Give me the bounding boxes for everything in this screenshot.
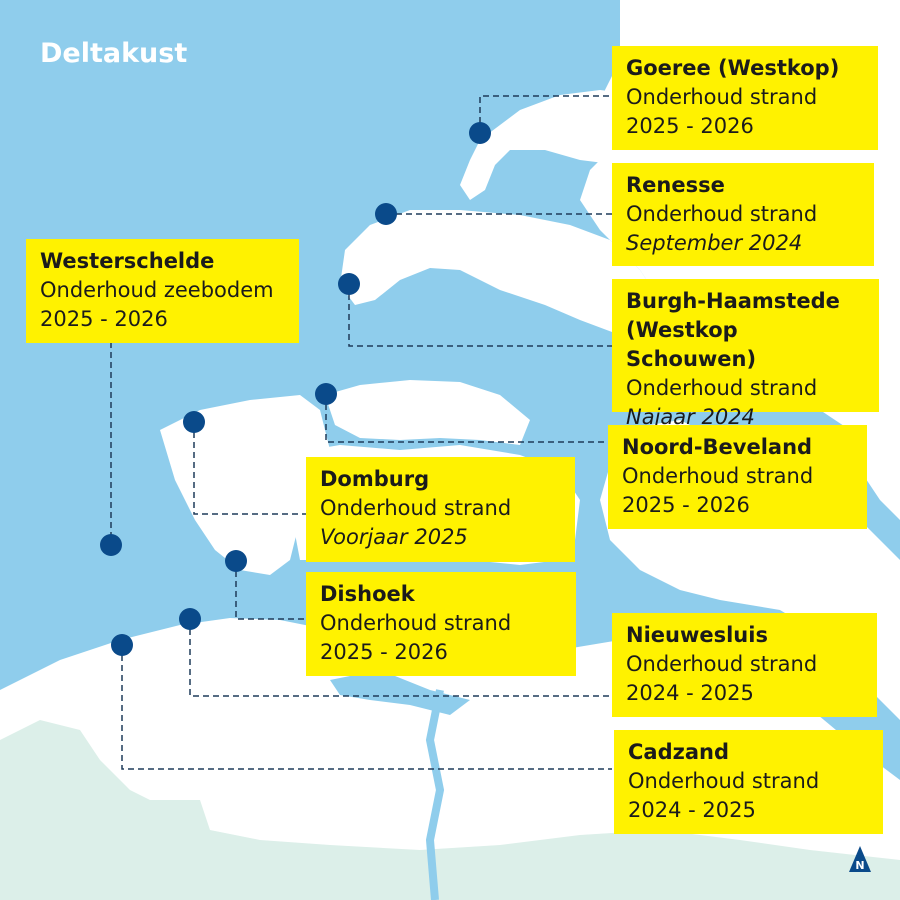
location-name: Nieuwesluis: [626, 623, 768, 647]
label-dishoek: Dishoek Onderhoud strand 2025 - 2026: [306, 572, 576, 676]
land-noord-beveland: [325, 380, 530, 445]
location-task: Onderhoud strand: [626, 652, 818, 676]
label-domburg: Domburg Onderhoud strand Voorjaar 2025: [306, 457, 575, 562]
location-period: 2025 - 2026: [320, 640, 448, 664]
north-label: N: [855, 859, 864, 872]
connector-dishoek: [235, 561, 308, 620]
location-name-line2: (Westkop Schouwen): [626, 318, 757, 371]
location-task: Onderhoud strand: [320, 611, 512, 635]
location-name: Noord-Beveland: [622, 435, 813, 459]
label-westerschelde: Westerschelde Onderhoud zeebodem 2025 - …: [26, 239, 299, 343]
location-name: Goeree (Westkop): [626, 56, 840, 80]
marker-nieuwesluis[interactable]: [179, 608, 201, 630]
inlet: [330, 670, 470, 715]
location-name: Domburg: [320, 467, 430, 491]
marker-noord-beveland[interactable]: [315, 383, 337, 405]
marker-dishoek[interactable]: [225, 550, 247, 572]
label-burgh-haamstede: Burgh-Haamstede (Westkop Schouwen) Onder…: [612, 279, 879, 429]
marker-goeree[interactable]: [469, 122, 491, 144]
connector-goeree: [479, 95, 612, 133]
location-name: Westerschelde: [40, 249, 215, 273]
connector-nieuwesluis: [189, 619, 612, 697]
marker-cadzand[interactable]: [111, 634, 133, 656]
label-goeree: Goeree (Westkop) Onderhoud strand 2025 -…: [612, 46, 878, 150]
location-task: Onderhoud strand: [626, 85, 818, 109]
label-cadzand: Cadzand Onderhoud strand 2024 - 2025: [614, 730, 883, 834]
location-name: Renesse: [626, 173, 725, 197]
river: [425, 689, 445, 900]
land-belgium: [0, 720, 900, 900]
location-period: September 2024: [626, 231, 803, 255]
connector-domburg: [193, 422, 308, 515]
location-task: Onderhoud zeebodem: [40, 278, 274, 302]
location-period: 2025 - 2026: [626, 114, 754, 138]
label-nieuwesluis: Nieuwesluis Onderhoud strand 2024 - 2025: [612, 613, 877, 717]
location-task: Onderhoud strand: [628, 769, 820, 793]
location-task: Onderhoud strand: [626, 376, 818, 400]
marker-westerschelde[interactable]: [100, 534, 122, 556]
land-goeree: [460, 90, 660, 200]
location-period: 2025 - 2026: [622, 493, 750, 517]
location-period: 2024 - 2025: [628, 798, 756, 822]
marker-renesse[interactable]: [375, 203, 397, 225]
land-schouwen: [340, 210, 660, 335]
location-period: 2025 - 2026: [40, 307, 168, 331]
marker-burgh-haamstede[interactable]: [338, 273, 360, 295]
location-task: Onderhoud strand: [320, 496, 512, 520]
location-task: Onderhoud strand: [622, 464, 814, 488]
map-title: Deltakust: [40, 38, 188, 69]
marker-domburg[interactable]: [183, 411, 205, 433]
label-renesse: Renesse Onderhoud strand September 2024: [612, 163, 874, 266]
location-name: Cadzand: [628, 740, 729, 764]
north-arrow-icon: N: [849, 846, 871, 872]
location-period: 2024 - 2025: [626, 681, 754, 705]
location-period: Voorjaar 2025: [320, 525, 468, 549]
location-task: Onderhoud strand: [626, 202, 818, 226]
connector-cadzand: [121, 645, 612, 770]
location-name: Burgh-Haamstede: [626, 289, 840, 313]
connector-noord-beveland: [325, 394, 612, 443]
label-noord-beveland: Noord-Beveland Onderhoud strand 2025 - 2…: [608, 425, 867, 529]
land-walcheren: [160, 395, 330, 575]
connector-burgh-haamstede: [348, 284, 612, 347]
location-name: Dishoek: [320, 582, 415, 606]
